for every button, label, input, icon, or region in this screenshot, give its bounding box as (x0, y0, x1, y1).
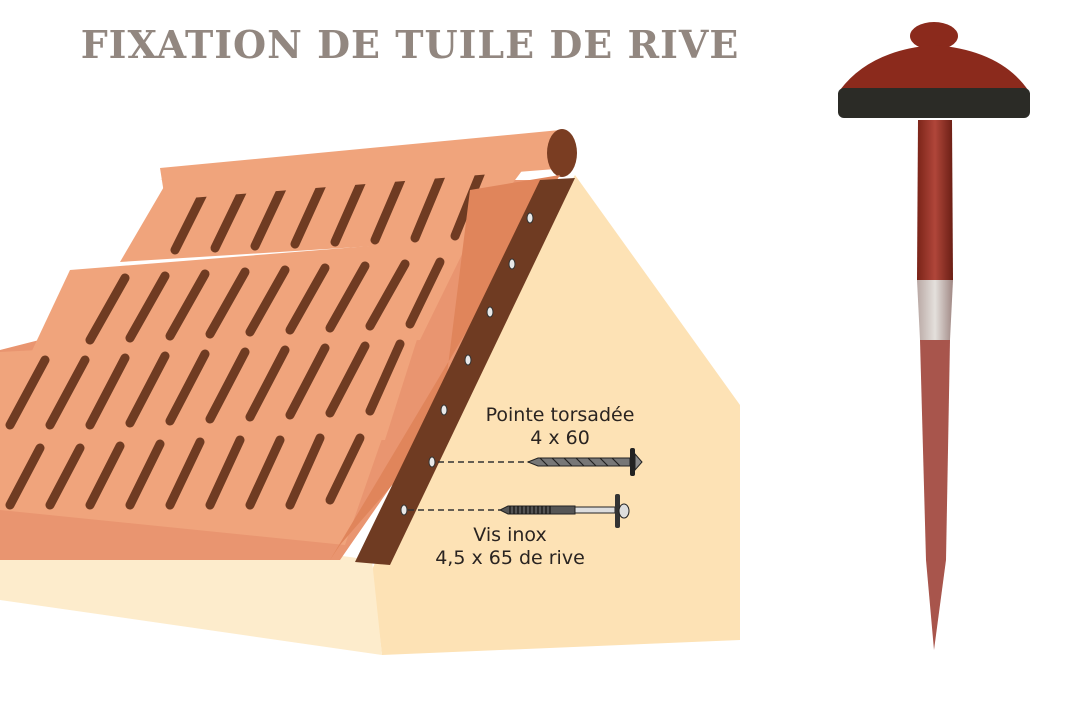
callout-nail-name: Pointe torsadée (485, 404, 635, 426)
verge-tiles (330, 175, 575, 565)
nail-product-image (838, 22, 1030, 650)
twisted-nail-icon (526, 448, 643, 476)
screw-icon (498, 494, 630, 528)
callout-stainless-screw: Vis inox 4,5 x 65 de rive (410, 524, 610, 570)
callout-screw-name: Vis inox (473, 524, 547, 546)
gable-wall (372, 175, 740, 655)
callout-nail-size: 4 x 60 (530, 427, 590, 449)
callout-twisted-nail: Pointe torsadée 4 x 60 (470, 404, 650, 450)
diagram-title: FIXATION DE TUILE DE RIVE (80, 22, 740, 67)
callout-screw-size: 4,5 x 65 de rive (435, 547, 585, 569)
ridge-tiles (160, 129, 577, 200)
